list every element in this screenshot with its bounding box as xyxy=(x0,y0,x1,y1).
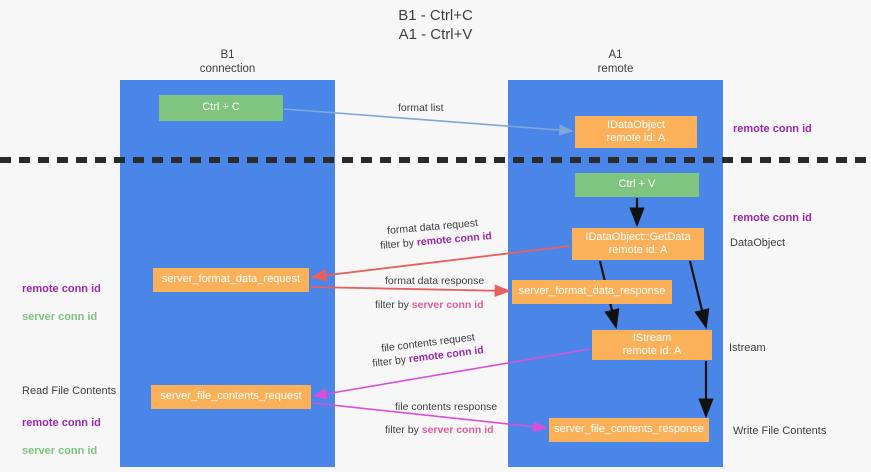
node-ctrl-c[interactable]: Ctrl + C xyxy=(159,95,283,121)
node-server-file-contents-request[interactable]: server_file_contents_request xyxy=(151,385,311,409)
edge-label-format-data-response: format data response xyxy=(385,275,485,287)
edge-label-format-list: format list xyxy=(398,102,444,114)
annotation-server-conn-id: server conn id xyxy=(22,445,98,457)
annotation-write-file-contents: Write File Contents xyxy=(733,425,827,437)
annotation-read-file-contents: Read File Contents xyxy=(22,385,117,397)
node-server-format-data-response[interactable]: server_format_data_response xyxy=(512,280,672,304)
annotation-remote-conn-id: remote conn id xyxy=(22,417,101,429)
page-title: B1 - Ctrl+C A1 - Ctrl+V xyxy=(398,7,473,43)
divider-dashed-line xyxy=(0,157,871,163)
filter-prefix: filter by xyxy=(379,236,418,252)
edge-label-file-contents-response: file contents response xyxy=(395,401,498,413)
annotation-remote-conn-id-top: remote conn id xyxy=(733,123,812,135)
node-istream[interactable]: IStream remote id: A xyxy=(592,330,712,360)
annotation-left-conn-ids-upper: remote conn id server conn id xyxy=(22,268,101,338)
node-server-format-data-request[interactable]: server_format_data_request xyxy=(153,268,309,292)
filter-key-server-conn-id: server conn id xyxy=(421,424,494,436)
annotation-dataobject: DataObject xyxy=(730,237,786,249)
filter-key-server-conn-id: server conn id xyxy=(411,299,484,311)
lane-header-b1: B1 connection xyxy=(199,49,256,75)
node-idataobject-getdata[interactable]: IDataObject::GetData remote id: A xyxy=(572,228,704,260)
lane-header-a1: A1 remote xyxy=(597,49,634,75)
annotation-istream: Istream xyxy=(729,342,766,354)
node-ctrl-v[interactable]: Ctrl + V xyxy=(575,173,699,197)
annotation-left-conn-ids-lower: remote conn id server conn id xyxy=(22,402,101,472)
annotation-remote-conn-id: remote conn id xyxy=(22,283,101,295)
edge-label-format-data-response-filter: filter by server conn id xyxy=(375,298,484,312)
node-idataobject[interactable]: IDataObject remote id: A xyxy=(575,116,697,148)
filter-prefix: filter by xyxy=(375,299,412,311)
annotation-remote-conn-id-mid: remote conn id xyxy=(733,212,812,224)
node-server-file-contents-response[interactable]: server_file_contents_response xyxy=(549,418,709,442)
filter-prefix: filter by xyxy=(385,424,422,436)
annotation-server-conn-id: server conn id xyxy=(22,311,98,323)
edge-label-file-contents-response-filter: filter by server conn id xyxy=(385,423,494,437)
